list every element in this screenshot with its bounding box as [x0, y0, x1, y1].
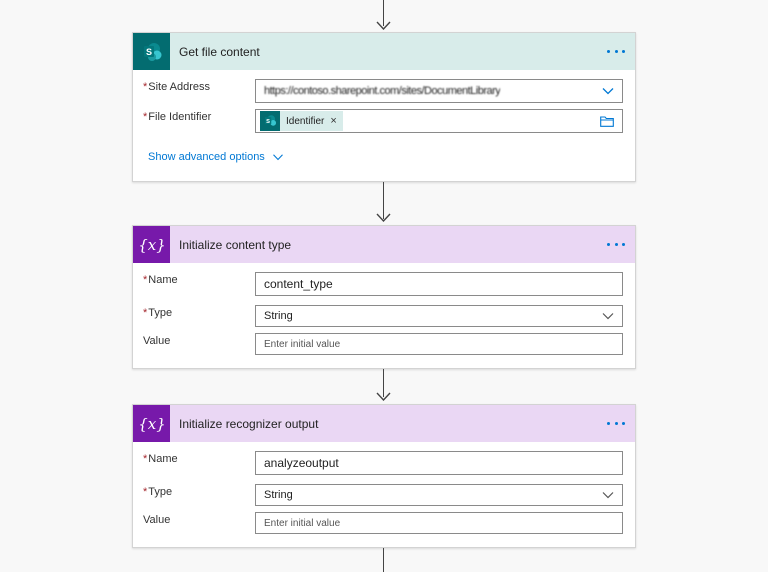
card-title: Initialize recognizer output [179, 416, 319, 431]
field-row-site-address: *Site Address https://contoso.sharepoint… [143, 79, 623, 103]
field-row-type: *Type String [143, 484, 623, 508]
field-label: *Site Address [143, 81, 211, 93]
type-value: String [264, 489, 293, 501]
remove-token-button[interactable]: × [330, 115, 337, 127]
value-input[interactable]: Enter initial value [255, 333, 623, 355]
card-title: Initialize content type [179, 237, 292, 252]
site-address-dropdown[interactable]: https://contoso.sharepoint.com/sites/Doc… [255, 79, 623, 103]
field-label: *Name [143, 274, 178, 286]
folder-icon[interactable] [600, 116, 614, 127]
card-header[interactable]: S Get file content [133, 33, 635, 70]
type-value: String [264, 310, 293, 322]
field-label: Value [143, 514, 171, 526]
arrow-down-icon [376, 21, 391, 30]
name-input[interactable]: content_type [255, 272, 623, 296]
action-card-get-file-content: S Get file content *Site Address https:/… [132, 32, 636, 182]
chevron-down-icon [272, 153, 283, 160]
action-card-initialize-content-type: {x} Initialize content type *Name conten… [132, 225, 636, 369]
type-dropdown[interactable]: String [255, 484, 623, 506]
chevron-down-icon [602, 313, 614, 320]
connector-line [383, 0, 384, 26]
connector-line [383, 182, 384, 219]
file-identifier-input[interactable]: S Identifier × [255, 109, 623, 133]
arrow-down-icon [376, 213, 391, 222]
more-options-button[interactable] [607, 416, 625, 430]
connector-line [383, 369, 384, 397]
card-title: Get file content [179, 44, 260, 59]
type-dropdown[interactable]: String [255, 305, 623, 327]
svg-text:{x}: {x} [138, 236, 166, 254]
more-options-button[interactable] [607, 237, 625, 251]
field-row-name: *Name analyzeoutput [143, 451, 623, 475]
variable-icon: {x} [133, 405, 170, 442]
svg-text:S: S [145, 47, 151, 57]
value-input[interactable]: Enter initial value [255, 512, 623, 534]
chevron-down-icon [602, 88, 614, 95]
advanced-label: Show advanced options [148, 151, 265, 163]
card-header[interactable]: {x} Initialize content type [133, 226, 635, 263]
name-value: content_type [264, 277, 333, 291]
field-label: *Type [143, 307, 173, 319]
more-options-button[interactable] [607, 44, 625, 58]
name-input[interactable]: analyzeoutput [255, 451, 623, 475]
field-row-value: Value Enter initial value [143, 333, 623, 357]
field-row-type: *Type String [143, 305, 623, 329]
field-label: *Type [143, 486, 173, 498]
value-placeholder: Enter initial value [264, 517, 341, 529]
action-card-initialize-recognizer-output: {x} Initialize recognizer output *Name a… [132, 404, 636, 548]
sharepoint-icon: S [260, 111, 280, 131]
sharepoint-icon: S [133, 33, 170, 70]
field-label: Value [143, 335, 171, 347]
variable-icon: {x} [133, 226, 170, 263]
show-advanced-options-link[interactable]: Show advanced options [148, 151, 283, 163]
card-header[interactable]: {x} Initialize recognizer output [133, 405, 635, 442]
field-row-name: *Name content_type [143, 272, 623, 296]
svg-text:S: S [266, 119, 270, 125]
value-placeholder: Enter initial value [264, 338, 341, 350]
site-address-value: https://contoso.sharepoint.com/sites/Doc… [264, 85, 501, 97]
chevron-down-icon [602, 492, 614, 499]
field-label: *File Identifier [143, 111, 212, 123]
connector-line [383, 548, 384, 572]
svg-text:{x}: {x} [138, 415, 166, 433]
name-value: analyzeoutput [264, 456, 339, 470]
field-label: *Name [143, 453, 178, 465]
token-label: Identifier [286, 115, 325, 127]
field-row-value: Value Enter initial value [143, 512, 623, 536]
arrow-down-icon [376, 392, 391, 401]
field-row-file-identifier: *File Identifier S Identifier × [143, 109, 623, 133]
dynamic-content-token[interactable]: S Identifier × [260, 111, 343, 131]
